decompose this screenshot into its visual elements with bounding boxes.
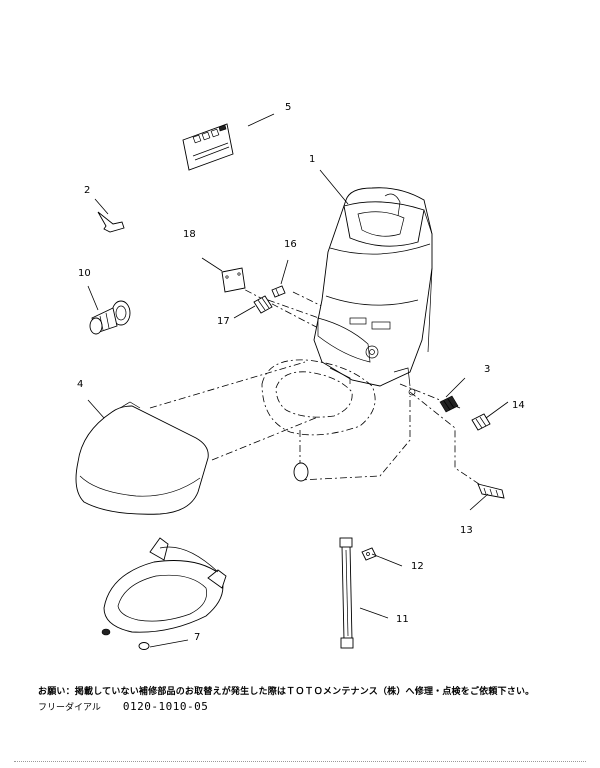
part-mounting-plate [221, 267, 246, 293]
footer-repair-notice: お願い：掲載していない補修部品のお取替えが発生した際はＴＯＴＯメンテナンス（株）… [38, 687, 535, 697]
callout-16: 16 [284, 239, 297, 250]
part-stop-valve [89, 300, 131, 335]
callout-14: 14 [512, 400, 525, 411]
callout-11: 11 [396, 614, 409, 625]
part-rubber-pad [439, 395, 459, 413]
leader-lines [87, 113, 509, 648]
part-strainer [477, 483, 505, 499]
callout-18: 18 [183, 229, 196, 240]
part-clip-block [471, 413, 491, 431]
part-supply-hose [339, 537, 354, 649]
bottom-dotted-rule [14, 761, 586, 762]
callout-10: 10 [78, 268, 91, 279]
phone-number: 0120-1010-05 [122, 700, 209, 713]
callout-4: 4 [77, 379, 83, 390]
part-clip [97, 211, 125, 233]
callout-2: 2 [84, 185, 90, 196]
callout-1: 1 [309, 154, 315, 165]
toilet-bowl-outline [261, 359, 376, 482]
callout-12: 12 [411, 561, 424, 572]
callout-7: 7 [194, 632, 200, 643]
callout-17: 17 [217, 316, 230, 327]
part-toilet-lid [75, 401, 209, 515]
callout-numbers: 1 2 3 4 5 7 10 11 12 13 14 16 17 18 [77, 102, 525, 643]
part-connector [253, 295, 273, 314]
part-main-body-tank [313, 187, 433, 396]
callout-5: 5 [285, 102, 291, 113]
footer-phone-row: フリーダイアル 0120-1010-05 [38, 700, 578, 713]
part-screw [271, 285, 286, 298]
part-toilet-seat [101, 537, 227, 650]
part-remote-control [182, 123, 234, 171]
callout-13: 13 [460, 525, 473, 536]
phone-label: フリーダイアル [38, 703, 101, 713]
part-fitting [361, 547, 377, 561]
callout-3: 3 [484, 364, 490, 375]
